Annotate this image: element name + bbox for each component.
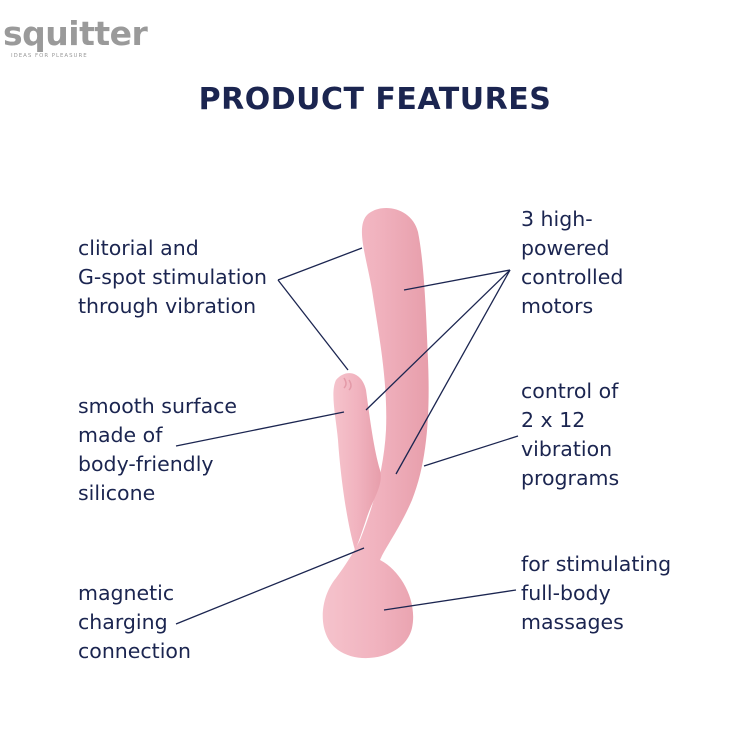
callout-line-massage [383, 589, 517, 611]
feature-charging-line: connection [78, 639, 191, 663]
feature-surface-line: silicone [78, 481, 156, 505]
feature-stimulation: clitorial and G-spot stimulation through… [78, 234, 267, 321]
device-body [322, 208, 429, 659]
feature-motors-line: powered [521, 236, 610, 260]
feature-motors-line: 3 high- [521, 207, 593, 231]
callout-line-programs [423, 435, 519, 467]
feature-massage: for stimulating full-body massages [521, 550, 671, 637]
feature-surface-line: body-friendly [78, 452, 214, 476]
feature-stimulation-line: through vibration [78, 294, 257, 318]
feature-massage-line: for stimulating [521, 552, 672, 576]
feature-programs-line: 2 x 12 [521, 408, 586, 432]
feature-programs: control of 2 x 12 vibration programs [521, 377, 619, 493]
brand-name: squitter [3, 14, 148, 53]
feature-programs-line: programs [521, 466, 620, 490]
device-logo-mark [343, 377, 352, 391]
brand-logo: squitter IDEAS FOR PLEASURE [3, 14, 153, 60]
callout-line-charging [175, 547, 365, 625]
feature-programs-line: vibration [521, 437, 613, 461]
feature-programs-line: control of [521, 379, 619, 403]
brand-tagline: IDEAS FOR PLEASURE [11, 53, 88, 59]
feature-charging: magnetic charging connection [78, 579, 191, 666]
feature-charging-line: charging [78, 610, 168, 634]
callout-line-stimulation-arm [277, 279, 349, 371]
page-title: PRODUCT FEATURES [198, 82, 552, 117]
device-clitoral-arm [333, 373, 381, 550]
feature-motors-line: controlled [521, 265, 624, 289]
feature-charging-line: magnetic [78, 581, 175, 605]
feature-stimulation-line: G-spot stimulation [78, 265, 267, 289]
feature-surface-line: smooth surface [78, 394, 238, 418]
feature-stimulation-line: clitorial and [78, 236, 199, 260]
callout-line-motors-1 [403, 269, 511, 291]
feature-surface: smooth surface made of body-friendly sil… [78, 392, 237, 508]
feature-surface-line: made of [78, 423, 163, 447]
feature-motors: 3 high- powered controlled motors [521, 205, 623, 321]
callout-line-stimulation-tip [277, 247, 363, 281]
callout-line-surface [175, 411, 345, 447]
feature-massage-line: full-body [521, 581, 611, 605]
feature-massage-line: massages [521, 610, 624, 634]
callout-line-motors-3 [395, 269, 511, 475]
feature-motors-line: motors [521, 294, 594, 318]
callout-line-motors-2 [365, 269, 511, 411]
